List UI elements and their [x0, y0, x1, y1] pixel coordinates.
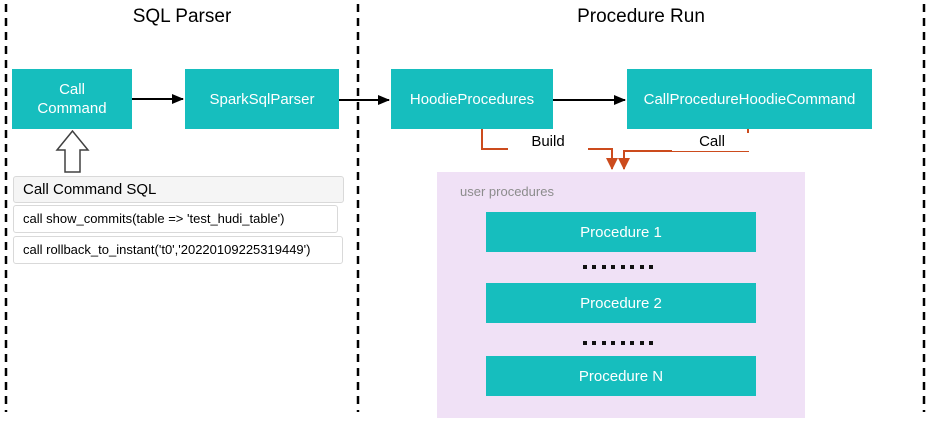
- sql-example-row: call show_commits(table => 'test_hudi_ta…: [13, 205, 338, 233]
- user-procedures-label: user procedures: [460, 184, 554, 199]
- node-hoodieprocedures: HoodieProcedures: [391, 69, 553, 129]
- node-sparksqlparser: SparkSqlParser: [185, 69, 339, 129]
- edge-label-build: Build: [508, 133, 588, 151]
- procedure-2-box: Procedure 2: [486, 283, 756, 323]
- procedure-n-box: Procedure N: [486, 356, 756, 396]
- sql-example-row: call rollback_to_instant('t0','202201092…: [13, 236, 343, 264]
- call-command-sql-panel: Call Command SQL call show_commits(table…: [13, 176, 345, 264]
- procedure-1-box: Procedure 1: [486, 212, 756, 252]
- hollow-up-arrow: [55, 129, 90, 173]
- section-title-procedure-run: Procedure Run: [577, 6, 705, 27]
- ellipsis-dots: [583, 341, 653, 345]
- edge-label-call: Call: [672, 133, 752, 151]
- user-procedures-container: user procedures Procedure 1 Procedure 2 …: [437, 172, 805, 418]
- node-call-command: Call Command: [12, 69, 132, 129]
- section-title-sql-parser: SQL Parser: [132, 6, 232, 27]
- sql-panel-header: Call Command SQL: [13, 176, 344, 203]
- ellipsis-dots: [583, 265, 653, 269]
- node-callprocedurehoodiecommand: CallProcedureHoodieCommand: [627, 69, 872, 129]
